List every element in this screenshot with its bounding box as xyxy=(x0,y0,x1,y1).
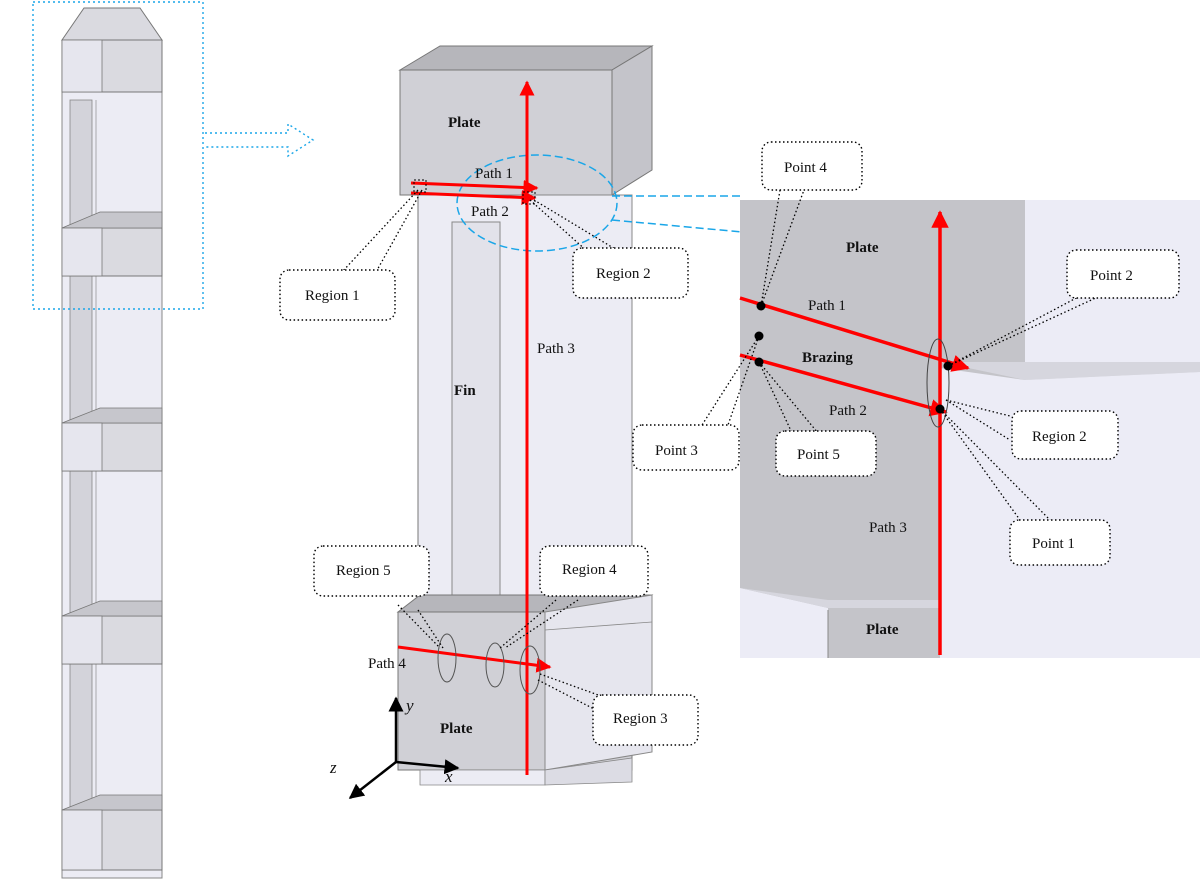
region3-callout xyxy=(592,694,699,746)
region5-text: Region 5 xyxy=(336,563,391,579)
point2-text: Point 2 xyxy=(1090,268,1133,284)
axis-x-label: x xyxy=(444,767,453,786)
paths-main xyxy=(397,80,552,775)
region3-marker xyxy=(519,645,541,695)
region1-marker xyxy=(413,179,427,193)
region5-marker xyxy=(437,633,457,683)
plate-top-label: Plate xyxy=(448,115,481,131)
highlight-ellipse xyxy=(456,154,618,252)
region3-text: Region 3 xyxy=(613,711,668,727)
detail-region2-callout xyxy=(1011,410,1119,460)
axis-z-label: z xyxy=(329,758,337,777)
path1-label: Path 1 xyxy=(475,166,513,182)
path4-arrow xyxy=(397,645,552,673)
plate-bottom-label: Plate xyxy=(440,721,473,737)
point1-callout xyxy=(1009,519,1111,566)
detail-brazing-label: Brazing xyxy=(802,350,853,366)
coordinate-axes xyxy=(348,696,460,799)
region4-callout xyxy=(539,545,649,597)
point4-text: Point 4 xyxy=(784,160,827,176)
path4-label: Path 4 xyxy=(368,656,406,672)
point2-callout xyxy=(1066,249,1180,299)
region1-callout xyxy=(279,269,396,321)
point3-text: Point 3 xyxy=(655,443,698,459)
detail-path2-label: Path 2 xyxy=(829,403,867,419)
highlight-connector-bottom xyxy=(611,219,743,233)
detail-region2-text: Region 2 xyxy=(1032,429,1087,445)
point4-callout xyxy=(761,141,863,191)
detail-path3-label: Path 3 xyxy=(869,520,907,536)
detail-path2-arrow xyxy=(739,353,948,417)
region4-text: Region 4 xyxy=(562,562,617,578)
path3-label: Path 3 xyxy=(537,341,575,357)
detail-plate-bottom-label: Plate xyxy=(866,622,899,638)
zoom-arrow xyxy=(205,122,315,158)
region1-text: Region 1 xyxy=(305,288,360,304)
point3-callout xyxy=(632,424,740,471)
detail-region2-marker xyxy=(926,338,950,428)
region4-marker xyxy=(485,642,505,688)
axis-y-label: y xyxy=(404,696,414,715)
detail-path1-arrow xyxy=(739,296,970,372)
path1-arrow xyxy=(410,179,539,195)
region5-callout xyxy=(313,545,430,597)
detail-plate-top-label: Plate xyxy=(846,240,879,256)
selection-box xyxy=(32,1,204,310)
detail-path1-label: Path 1 xyxy=(808,298,846,314)
unit-model xyxy=(396,45,654,786)
fin-label: Fin xyxy=(454,383,476,399)
region2-marker xyxy=(522,191,536,205)
path2-arrow xyxy=(410,189,537,205)
point5-callout xyxy=(775,430,877,477)
region2-callout xyxy=(572,247,689,299)
paths-detail xyxy=(739,210,970,655)
path2-label: Path 2 xyxy=(471,204,509,220)
region2-text: Region 2 xyxy=(596,266,651,282)
point5-text: Point 5 xyxy=(797,447,840,463)
point1-text: Point 1 xyxy=(1032,536,1075,552)
full-column-model xyxy=(61,7,163,879)
